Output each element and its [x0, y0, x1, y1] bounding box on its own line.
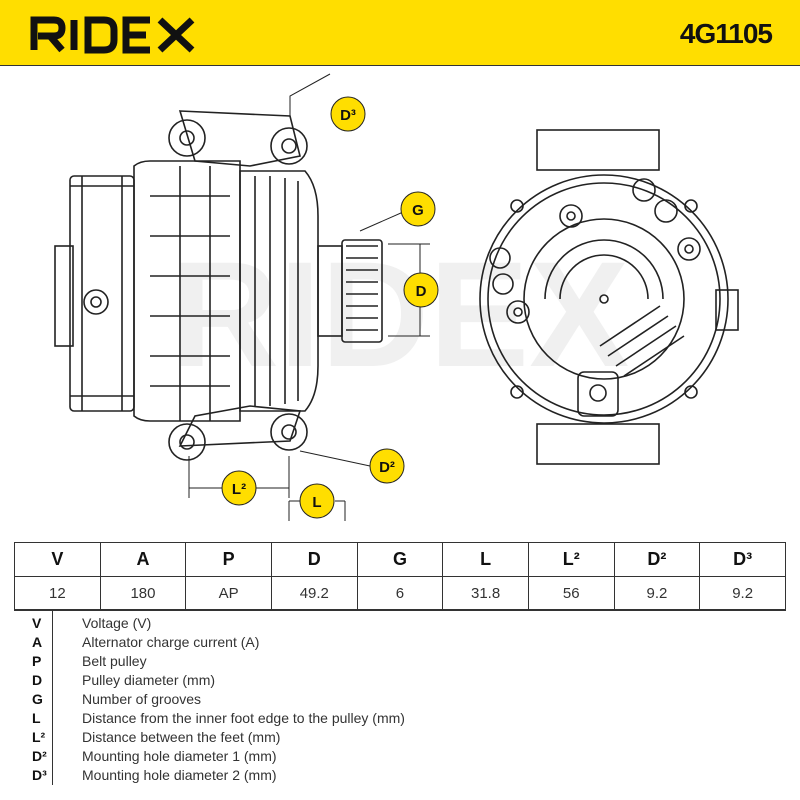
legend-description: Mounting hole diameter 1 (mm) [82, 748, 277, 764]
front-view-icon [479, 129, 739, 465]
alternator-drawing: RIDEX [54, 73, 739, 521]
spec-value-d: 49.2 [270, 576, 358, 611]
spec-header-d: D [270, 542, 358, 577]
legend-description: Alternator charge current (A) [82, 634, 260, 650]
legend-item: D Pulley diameter (mm) [14, 672, 786, 690]
legend-description: Number of grooves [82, 691, 202, 707]
callout-d3: D³ [330, 96, 366, 132]
legend-symbol: L² [32, 729, 46, 745]
legend-description: Pulley diameter (mm) [82, 672, 216, 688]
legend-symbol: P [32, 653, 42, 669]
spec-header-g: G [356, 542, 444, 577]
callout-l-label: L [312, 494, 321, 511]
legend-description: Belt pulley [82, 653, 147, 669]
legend: V Voltage (V) A Alternator charge curren… [14, 609, 786, 787]
spec-header-v: V [14, 542, 101, 577]
spec-table-header-row: V A P D G L L² D² D³ [14, 542, 786, 577]
ridex-logo-icon [30, 16, 195, 54]
brand-logo [30, 14, 200, 54]
spec-header-d2: D² [613, 542, 701, 577]
legend-item: P Belt pulley [14, 653, 786, 671]
callout-d2: D² [369, 448, 405, 484]
legend-item: D³ Mounting hole diameter 2 (mm) [14, 767, 786, 785]
spec-value-p: AP [185, 576, 272, 611]
legend-description: Mounting hole diameter 2 (mm) [82, 767, 277, 783]
spec-value-d3: 9.2 [699, 576, 786, 611]
callout-d3-label: D³ [340, 107, 356, 124]
legend-symbol: D² [32, 748, 47, 764]
spec-header-p: P [185, 542, 272, 577]
spec-value-d2: 9.2 [613, 576, 701, 611]
legend-divider [52, 609, 53, 785]
spec-header-l: L [442, 542, 529, 577]
watermark-icon: RIDEX [171, 230, 629, 398]
callout-d2-label: D² [379, 459, 395, 476]
dimension-lines-icon [188, 73, 430, 521]
part-number: 4G1105 [679, 18, 773, 49]
legend-description: Distance between the feet (mm) [82, 729, 281, 745]
legend-description: Voltage (V) [82, 615, 152, 631]
legend-item: A Alternator charge current (A) [14, 634, 786, 652]
legend-item: G Number of grooves [14, 691, 786, 709]
callout-d-label: D [416, 283, 427, 300]
legend-symbol: D³ [32, 767, 47, 783]
spec-table: V A P D G L L² D² D³ 12 180 AP 49.2 6 31… [14, 542, 786, 611]
legend-symbol: A [32, 634, 43, 650]
callout-d: D [403, 272, 439, 308]
legend-item: V Voltage (V) [14, 615, 786, 633]
spec-value-g: 6 [356, 576, 444, 611]
legend-symbol: L [32, 710, 41, 726]
spec-value-l2: 56 [527, 576, 615, 611]
callout-l: L [299, 483, 335, 519]
legend-symbol: G [32, 691, 43, 707]
callout-l2: L² [221, 470, 257, 506]
legend-item: L Distance from the inner foot edge to t… [14, 710, 786, 728]
legend-item: L² Distance between the feet (mm) [14, 729, 786, 747]
spec-value-l: 31.8 [442, 576, 529, 611]
callout-l2-label: L² [232, 481, 246, 498]
spec-header-l2: L² [527, 542, 615, 577]
spec-value-v: 12 [14, 576, 101, 611]
spec-header-d3: D³ [699, 542, 786, 577]
header-bar: 4G1105 [0, 0, 800, 66]
legend-symbol: V [32, 615, 42, 631]
legend-description: Distance from the inner foot edge to the… [82, 710, 405, 726]
callout-g-label: G [412, 202, 424, 219]
technical-drawing: RIDEX [0, 66, 800, 542]
side-view-icon [54, 110, 383, 461]
spec-value-a: 180 [99, 576, 187, 611]
callout-g: G [400, 191, 436, 227]
spec-header-a: A [99, 542, 187, 577]
legend-item: D² Mounting hole diameter 1 (mm) [14, 748, 786, 766]
spec-table-value-row: 12 180 AP 49.2 6 31.8 56 9.2 9.2 [14, 576, 786, 611]
legend-symbol: D [32, 672, 43, 688]
